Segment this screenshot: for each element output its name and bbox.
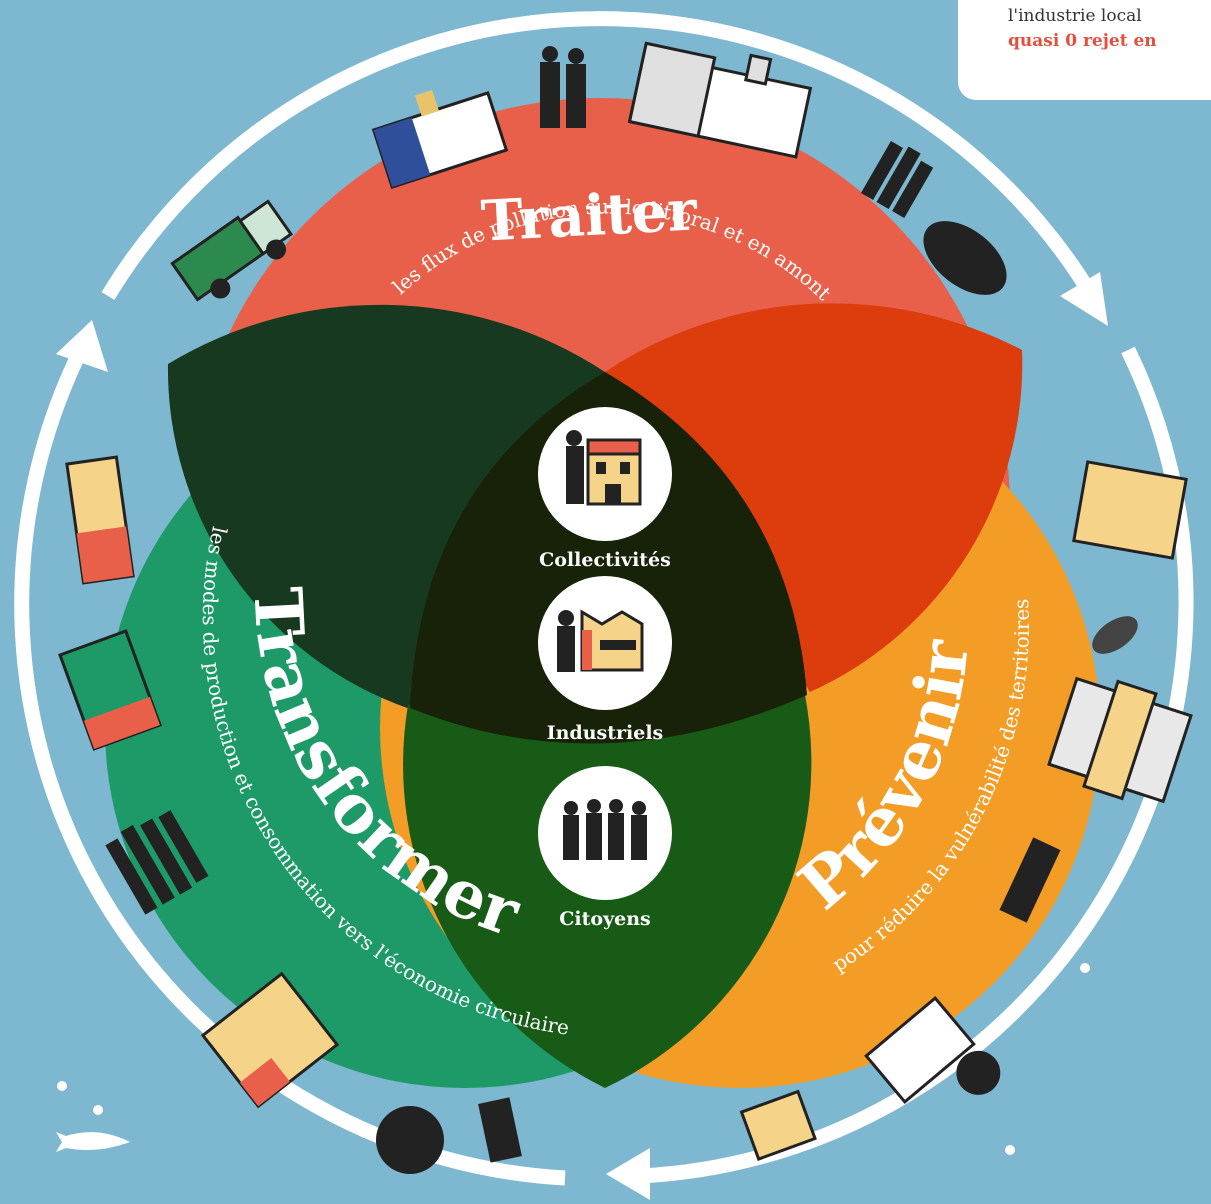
bubble [1005, 1145, 1015, 1155]
citizens-group-icon [105, 810, 209, 915]
trash-bin-icon [478, 1097, 522, 1163]
actor-label: Citoyens [559, 908, 650, 930]
house-building-icon [58, 629, 162, 751]
overlap-traiter-transformer [167, 304, 605, 709]
overlap-traiter-prevenir [605, 303, 1023, 692]
leaf-icon [1092, 616, 1138, 654]
actor-label: Industriels [547, 722, 664, 744]
businessmen-icon [540, 46, 586, 128]
industrial-plant-icon [627, 41, 813, 159]
bubble [1080, 963, 1090, 973]
callout-highlight: quasi 0 rejet en [1008, 31, 1157, 51]
cycle-arrowheads [56, 272, 1108, 1200]
house-sun-icon [864, 995, 1001, 1105]
bubble [57, 1081, 67, 1091]
person-microscope-icon [999, 837, 1061, 923]
hands-houses-icon [739, 1089, 817, 1161]
town-hall-icon [566, 430, 642, 506]
garbage-truck-icon [170, 199, 294, 302]
workers-icon [860, 141, 934, 218]
info-callout: l'industrie local quasi 0 rejet en [958, 0, 1211, 100]
center-overlap [410, 372, 807, 744]
traiter-title: Traiter [480, 177, 700, 254]
bubble [93, 1105, 103, 1115]
skyscrapers-icon [1047, 676, 1193, 804]
people-icon [563, 799, 647, 860]
callout-line: l'industrie local [1008, 6, 1142, 26]
building-icon [65, 455, 135, 585]
fish-icon [56, 1132, 130, 1152]
globe-hands-icon [376, 1106, 444, 1174]
actor-label: Collectivités [539, 549, 671, 571]
actor-industriels: Industriels [538, 576, 672, 744]
decorative-icons [56, 41, 1193, 1174]
town-house-icon [200, 971, 340, 1109]
tank-icon [923, 221, 1007, 295]
factory-icon [371, 89, 509, 189]
factory-icon [557, 609, 644, 672]
actor-citoyens: Citoyens [538, 766, 672, 930]
city-icon [1072, 460, 1188, 560]
actor-collectivites: Collectivités [538, 407, 672, 571]
